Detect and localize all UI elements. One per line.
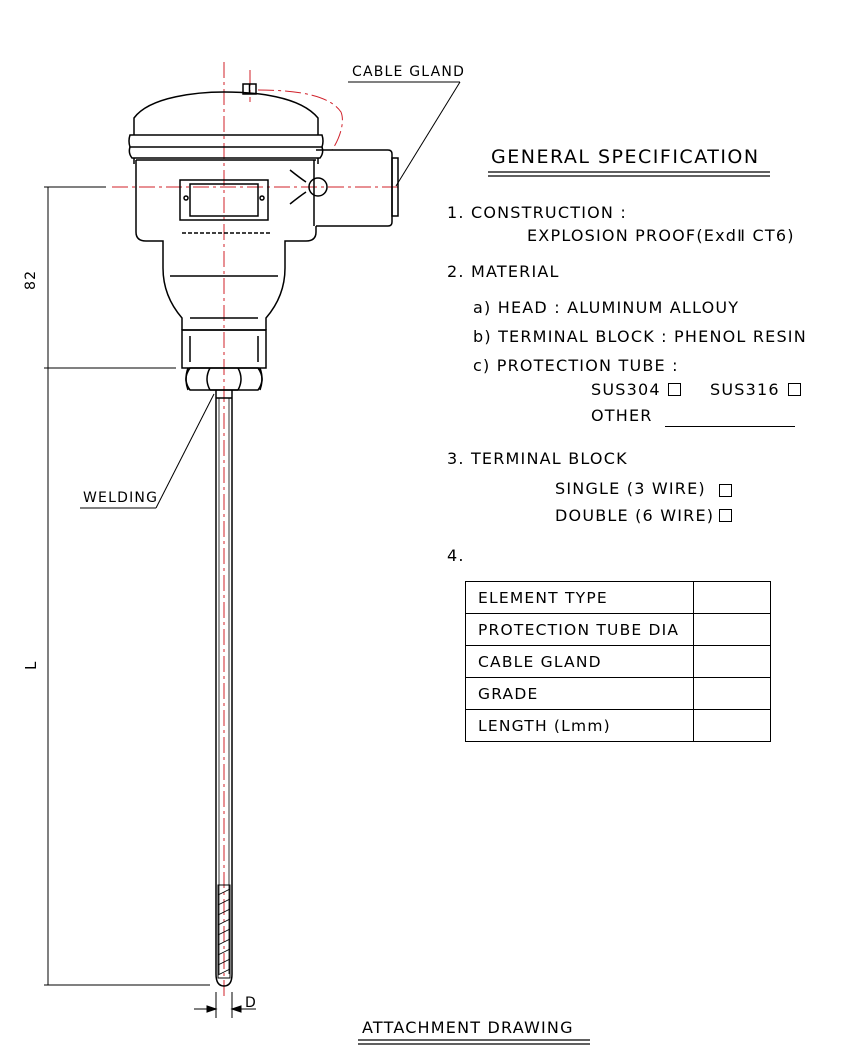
- single-checkbox[interactable]: [719, 484, 732, 497]
- table-row-value[interactable]: [693, 581, 771, 614]
- leader-lines: [80, 81, 461, 509]
- sus316-checkbox[interactable]: [788, 383, 801, 396]
- table-row-label: CABLE GLAND: [465, 645, 694, 678]
- table-row: CABLE GLAND: [465, 645, 771, 678]
- table-row-value[interactable]: [693, 677, 771, 710]
- table-row-value[interactable]: [693, 613, 771, 646]
- table-row: LENGTH (Lmm): [465, 709, 771, 742]
- table-row: GRADE: [465, 677, 771, 710]
- dimension-lines: [44, 186, 256, 1018]
- protection-tube: [215, 390, 233, 987]
- table-row-label: PROTECTION TUBE DIA: [465, 613, 694, 646]
- centerlines: [112, 62, 398, 1000]
- dimension-l-label: L: [22, 660, 40, 670]
- footer-title: ATTACHMENT DRAWING: [362, 1018, 574, 1037]
- material-terminal-block: b) TERMINAL BLOCK : PHENOL RESIN: [473, 327, 807, 346]
- table-row-value[interactable]: [693, 645, 771, 678]
- option-other-label: OTHER: [591, 406, 653, 425]
- dimension-82-label: 82: [23, 269, 39, 290]
- option-double-label: DOUBLE (6 WIRE): [555, 506, 715, 525]
- sus304-checkbox[interactable]: [668, 383, 681, 396]
- head-neck: [162, 247, 286, 369]
- option-sus304-label: SUS304: [591, 380, 661, 399]
- head-body: [135, 149, 399, 247]
- material-protection-tube: c) PROTECTION TUBE :: [473, 356, 679, 375]
- table-row-label: GRADE: [465, 677, 694, 710]
- hex-nut: [185, 367, 263, 391]
- welding-label: WELDING: [83, 490, 159, 506]
- construction-value: EXPLOSION PROOF(ExdⅡ CT6): [527, 226, 795, 245]
- double-checkbox[interactable]: [719, 509, 732, 522]
- cable-gland-label: CABLE GLAND: [352, 64, 466, 80]
- head-cap: [128, 83, 324, 164]
- material-head: a) HEAD : ALUMINUM ALLOUY: [473, 298, 740, 317]
- option-sus316-label: SUS316: [710, 380, 780, 399]
- table-row: PROTECTION TUBE DIA: [465, 613, 771, 646]
- table-row-label: ELEMENT TYPE: [465, 581, 694, 614]
- table-row-value[interactable]: [693, 709, 771, 742]
- material-heading: 2. MATERIAL: [447, 262, 560, 281]
- terminal-block-heading: 3. TERMINAL BLOCK: [447, 449, 628, 468]
- spec-table: ELEMENT TYPE PROTECTION TUBE DIA CABLE G…: [465, 581, 771, 742]
- spec-title: GENERAL SPECIFICATION: [491, 146, 760, 168]
- option-single-label: SINGLE (3 WIRE): [555, 479, 706, 498]
- item-4-heading: 4.: [447, 546, 465, 565]
- other-blank-field[interactable]: [665, 426, 795, 427]
- dimension-d-label: D: [245, 995, 257, 1011]
- table-row-label: LENGTH (Lmm): [465, 709, 694, 742]
- construction-heading: 1. CONSTRUCTION :: [447, 203, 627, 222]
- table-row: ELEMENT TYPE: [465, 581, 771, 614]
